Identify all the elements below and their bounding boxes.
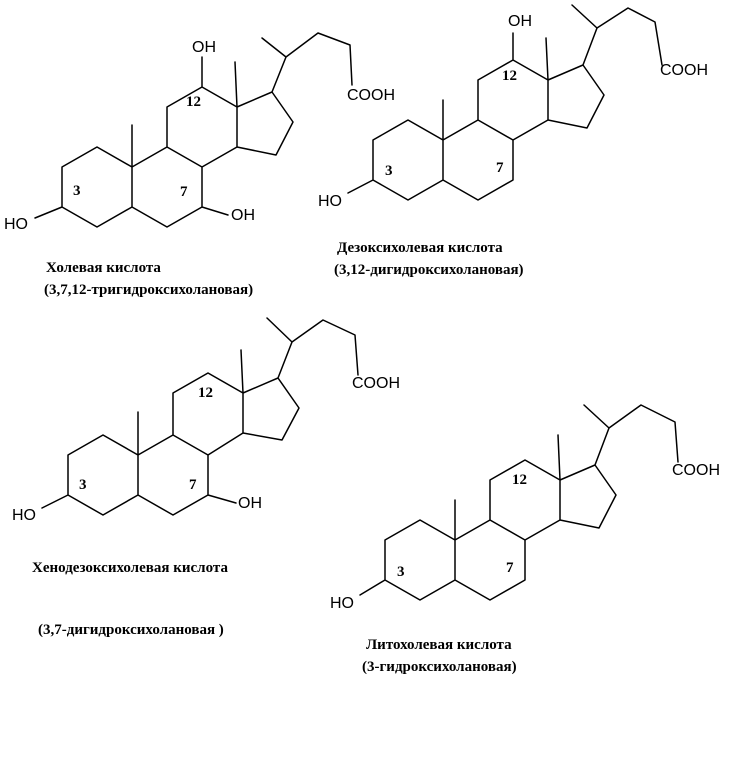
position-12-label: 12: [198, 385, 213, 401]
cooh-label: COOH: [660, 62, 708, 79]
molecule-systematic-deoxycholic: (3,12-дигидроксихолановая): [334, 262, 524, 278]
position-3-label: 3: [73, 183, 81, 199]
position-12-label: 12: [502, 68, 517, 84]
ho-label-c3: HO: [12, 507, 36, 524]
oh-label-c12: OH: [508, 13, 532, 30]
molecule-systematic-lithocholic: (3-гидроксихолановая): [362, 659, 517, 675]
oh-label-c7: OH: [231, 207, 255, 224]
position-7-label: 7: [189, 477, 197, 493]
cooh-label: COOH: [672, 462, 720, 479]
position-7-label: 7: [506, 560, 514, 576]
ho-label-c3: HO: [318, 193, 342, 210]
position-12-label: 12: [186, 94, 201, 110]
skeleton-bonds: [347, 4, 663, 201]
molecule-name-lithocholic: Литохолевая кислота: [366, 637, 512, 653]
molecule-systematic-chenodeoxycholic: (3,7-дигидроксихолановая ): [38, 622, 224, 638]
oh-label-c12: OH: [192, 39, 216, 56]
skeleton-bonds: [359, 404, 679, 601]
cooh-label: COOH: [347, 87, 395, 104]
oh-label-c7: OH: [238, 495, 262, 512]
molecule-name-chenodeoxycholic: Хенодезоксихолевая кислота: [32, 560, 228, 576]
position-3-label: 3: [79, 477, 87, 493]
cooh-label: COOH: [352, 375, 400, 392]
position-3-label: 3: [385, 163, 393, 179]
chenodeoxycholic-acid-structure: OH HO COOH 12 3 7: [12, 317, 400, 524]
skeleton-bonds: [34, 32, 353, 228]
skeleton-bonds: [41, 317, 359, 516]
ho-label-c3: HO: [4, 216, 28, 233]
position-7-label: 7: [180, 184, 188, 200]
molecule-name-deoxycholic: Дезоксихолевая кислота: [337, 240, 503, 256]
deoxycholic-acid-structure: OH HO COOH 12 3 7: [318, 4, 708, 210]
molecule-name-cholic: Холевая кислота: [46, 260, 161, 276]
lithocholic-acid-structure: HO COOH 12 3 7: [330, 404, 720, 612]
position-7-label: 7: [496, 160, 504, 176]
ho-label-c3: HO: [330, 595, 354, 612]
molecule-systematic-cholic: (3,7,12-тригидроксихолановая): [44, 282, 254, 298]
cholic-acid-structure: OH OH HO COOH 12 3 7: [4, 32, 395, 233]
position-12-label: 12: [512, 472, 527, 488]
position-3-label: 3: [397, 564, 405, 580]
